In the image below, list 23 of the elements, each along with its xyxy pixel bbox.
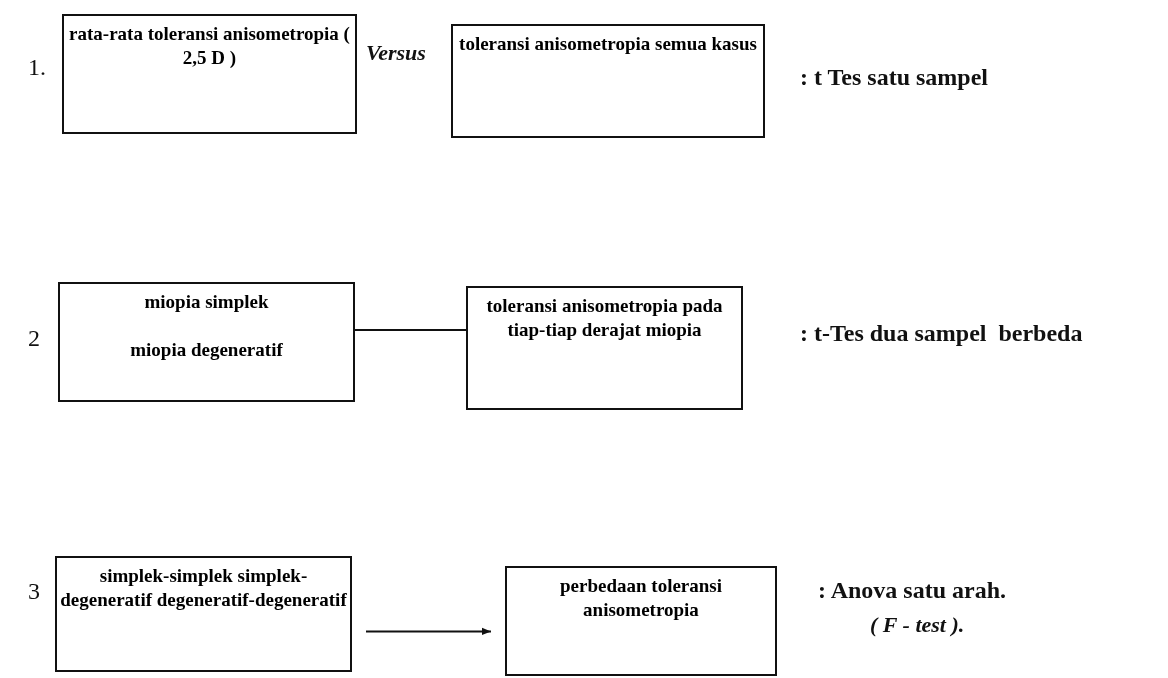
box-text: perbedaan toleransi anisometropia: [559, 574, 723, 622]
test-label: : Anova satu arah.: [818, 577, 1007, 604]
step-number: 2: [28, 325, 40, 352]
step-number: 3: [28, 578, 40, 605]
process-box: [58, 282, 355, 402]
arrow: [365, 627, 492, 635]
process-box: [466, 286, 743, 410]
box-text: toleransi anisometropia semua kasus: [458, 32, 758, 56]
box-text: miopia degeneratif: [129, 338, 284, 362]
box-text: miopia simplek: [143, 290, 270, 314]
step-number: 1.: [28, 54, 46, 81]
process-box: [505, 566, 777, 676]
process-box: [451, 24, 765, 138]
box-text: simplek-simplek simplek-degeneratif degeneratif-degeneratif: [59, 564, 348, 612]
process-box: [55, 556, 352, 672]
test-label: : t-Tes dua sampel berbeda: [800, 320, 1083, 347]
note-text: Versus: [366, 40, 426, 66]
box-text: toleransi anisometropia pada tiap-tiap derajat miopia: [485, 294, 724, 342]
process-box: [62, 14, 357, 134]
test-label: : t Tes satu sampel: [800, 64, 989, 91]
connector-line: [354, 329, 467, 331]
note-text: ( F - test ).: [870, 612, 965, 638]
box-text: rata-rata toleransi anisometropia ( 2,5 D ): [68, 22, 351, 70]
